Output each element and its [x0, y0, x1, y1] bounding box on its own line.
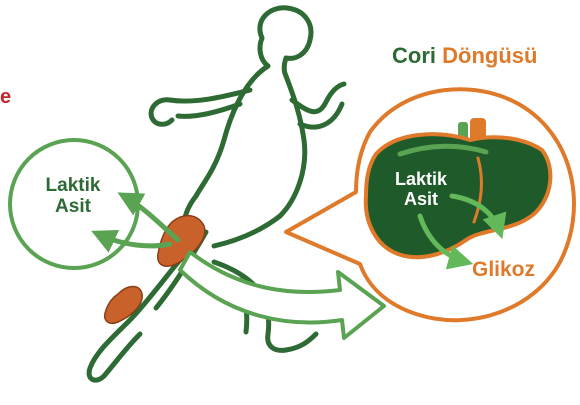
liver-lactic-acid-line1: Laktik	[386, 170, 456, 190]
title-cori: Cori	[392, 43, 436, 68]
glucose-label: Glikoz	[472, 258, 535, 281]
lactic-acid-line1: Laktik	[22, 176, 124, 197]
calf-muscle	[105, 287, 142, 324]
lactic-acid-label: Laktik Asit	[22, 176, 124, 218]
liver-lactic-acid-line2: Asit	[386, 190, 456, 210]
title-dongusu: Döngüsü	[442, 43, 537, 68]
liver-lactic-acid-label: Laktik Asit	[386, 170, 456, 210]
lactic-acid-line2: Asit	[22, 197, 124, 218]
transport-arrow	[180, 252, 384, 338]
diagram-title: Cori Döngüsü	[392, 44, 537, 68]
edge-text-fragment: e	[0, 86, 11, 108]
